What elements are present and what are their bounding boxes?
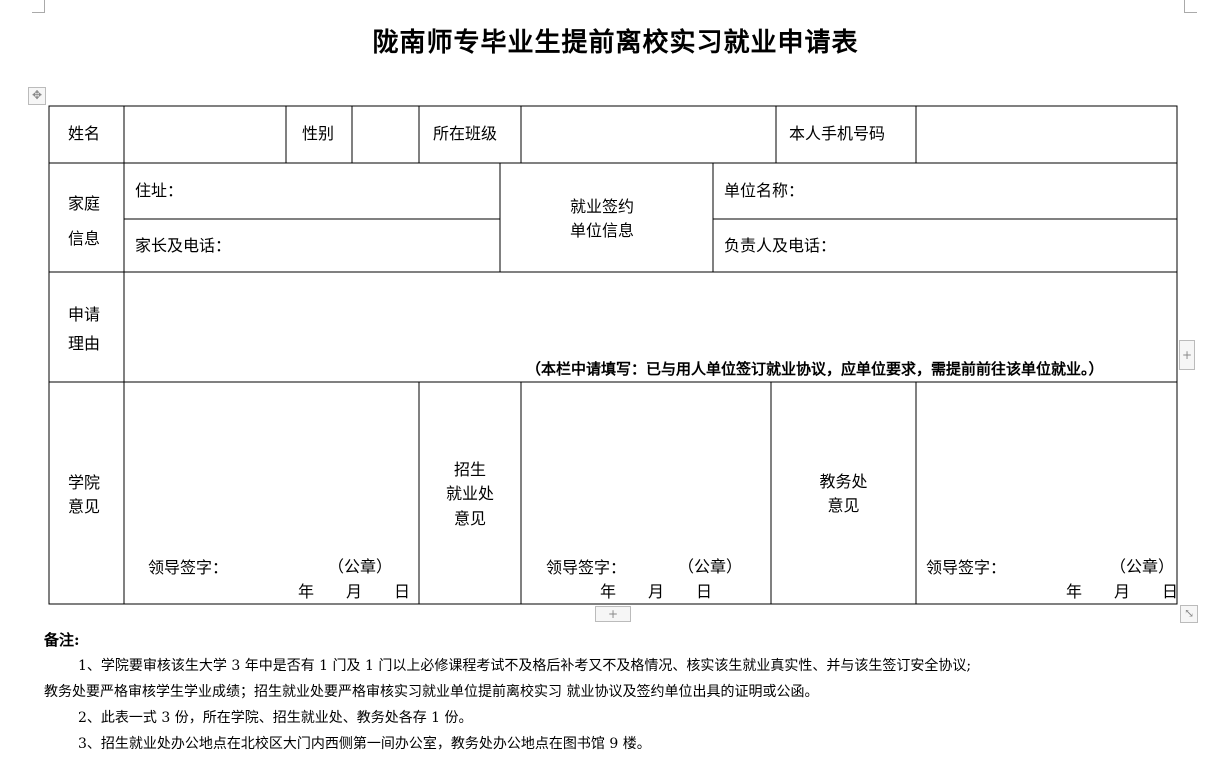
- seal-label: （公章）: [678, 557, 743, 576]
- label-gender: 性别: [302, 124, 335, 143]
- label-parent-phone: 家长及电话：: [135, 236, 232, 255]
- label-class: 所在班级: [433, 124, 498, 143]
- add-column-button[interactable]: +: [1179, 340, 1195, 370]
- note-item: 教务处要严格审核学生学业成绩；招生就业处要严格审核实习就业单位提前离校实习 就业…: [44, 684, 819, 700]
- class-field[interactable]: [522, 107, 775, 162]
- sign-label: 领导签字：: [546, 558, 627, 577]
- table-resize-handle[interactable]: ⤡: [1180, 605, 1198, 623]
- note-item: 3、招生就业处办公地点在北校区大门内西侧第一间办公室，教务处办公地点在图书馆 9…: [78, 736, 651, 752]
- label-college-opinion: 学院: [68, 473, 101, 492]
- reason-hint: （本栏中请填写：已与用人单位签订就业协议，应单位要求，需提前前往该单位就业。）: [526, 360, 1104, 378]
- label-academic-office: 教务处: [819, 472, 868, 491]
- label-family: 家庭: [68, 194, 101, 213]
- add-row-button[interactable]: +: [595, 606, 631, 622]
- notes-heading: 备注:: [44, 631, 80, 649]
- date-label: 年 月 日: [1066, 582, 1179, 601]
- label-family: 信息: [68, 229, 101, 248]
- crop-mark: [1184, 0, 1197, 13]
- page-title: 陇南师专毕业生提前离校实习就业申请表: [372, 28, 859, 58]
- label-employment-office: 意见: [453, 509, 486, 528]
- seal-label: （公章）: [328, 557, 393, 576]
- label-employment-office: 就业处: [445, 484, 494, 503]
- reason-field[interactable]: [125, 273, 1176, 353]
- table-move-handle[interactable]: ✥: [28, 87, 46, 105]
- crop-mark: [32, 0, 45, 13]
- label-contact: 负责人及电话：: [724, 236, 837, 255]
- phone-field[interactable]: [917, 107, 1176, 162]
- label-employer-name: 单位名称：: [724, 181, 805, 200]
- date-label: 年 月 日: [298, 582, 411, 601]
- sign-label: 领导签字：: [148, 558, 229, 577]
- label-phone: 本人手机号码: [789, 124, 886, 143]
- gender-field[interactable]: [353, 107, 418, 162]
- seal-label: （公章）: [1110, 557, 1175, 576]
- label-name: 姓名: [68, 124, 101, 143]
- label-employer-info: 单位信息: [570, 221, 635, 240]
- name-field[interactable]: [125, 107, 285, 162]
- label-reason: 理由: [68, 334, 101, 353]
- label-college-opinion: 意见: [68, 497, 101, 516]
- label-reason: 申请: [68, 305, 101, 324]
- label-employment-office: 招生: [453, 460, 486, 479]
- note-item: 1、学院要审核该生大学 3 年中是否有 1 门及 1 门以上必修课程考试不及格后…: [78, 658, 972, 674]
- note-item: 2、此表一式 3 份，所在学院、招生就业处、教务处各存 1 份。: [78, 710, 473, 726]
- date-label: 年 月 日: [600, 582, 713, 601]
- label-academic-office: 意见: [827, 496, 860, 515]
- label-employer-info: 就业签约: [570, 197, 635, 216]
- sign-label: 领导签字：: [926, 558, 1007, 577]
- label-address: 住址：: [135, 181, 184, 200]
